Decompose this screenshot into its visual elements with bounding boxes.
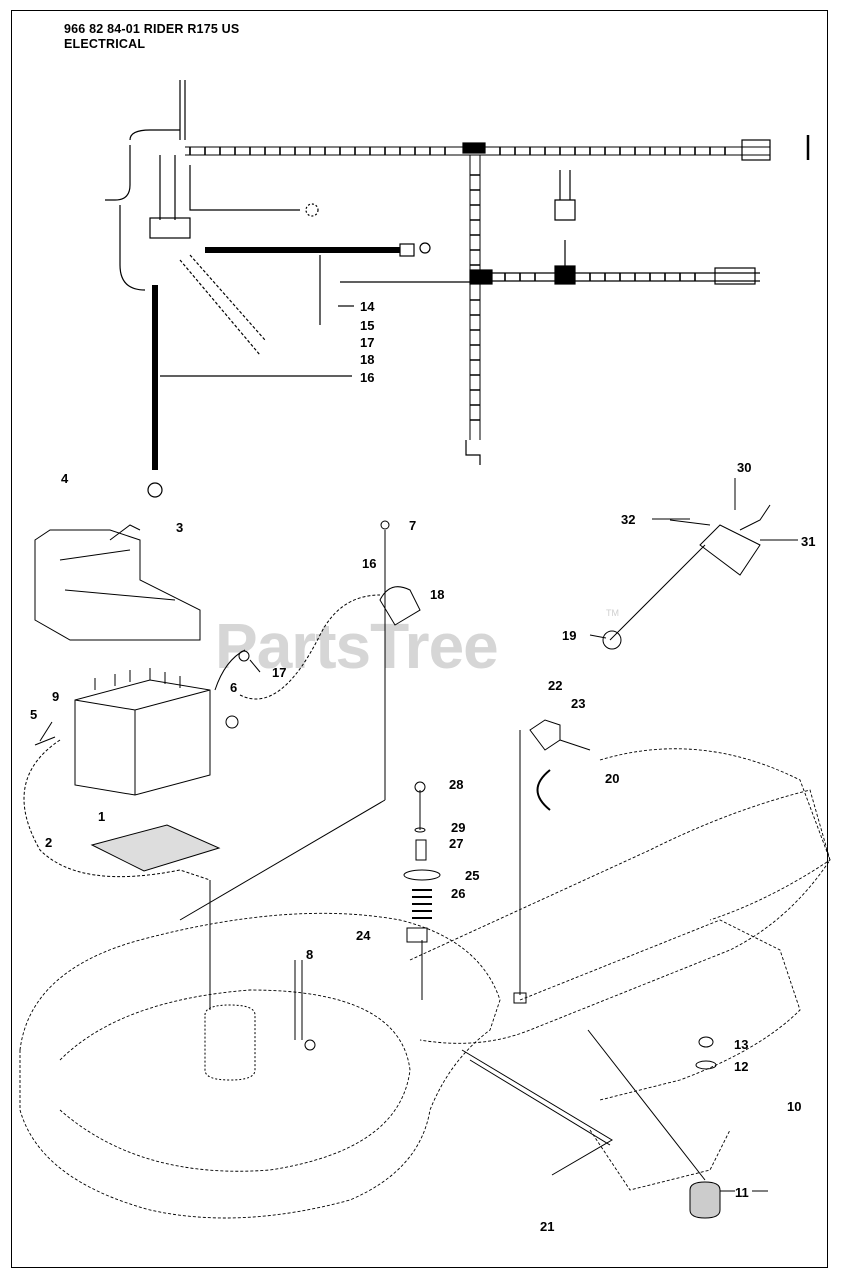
- callout-9[interactable]: 9: [52, 689, 59, 704]
- callout-18-harness[interactable]: 18: [360, 352, 374, 367]
- callout-29[interactable]: 29: [451, 820, 465, 835]
- callout-16-harness[interactable]: 16: [360, 370, 374, 385]
- callout-19[interactable]: 19: [562, 628, 576, 643]
- model-title: 966 82 84-01 RIDER R175 US: [64, 22, 240, 36]
- callout-8[interactable]: 8: [306, 947, 313, 962]
- callout-25[interactable]: 25: [465, 868, 479, 883]
- callout-31[interactable]: 31: [801, 534, 815, 549]
- callout-17-battery[interactable]: 17: [272, 665, 286, 680]
- section-title: ELECTRICAL: [64, 37, 146, 51]
- callout-4[interactable]: 4: [61, 471, 69, 486]
- watermark-text: PartsTree: [215, 610, 498, 682]
- callout-13[interactable]: 13: [734, 1037, 748, 1052]
- leader-lines: [39, 478, 798, 1192]
- callout-30[interactable]: 30: [737, 460, 751, 475]
- mower-frame: [19, 748, 831, 1219]
- callout-28[interactable]: 28: [449, 777, 463, 792]
- callout-15[interactable]: 15: [360, 318, 374, 333]
- callout-24[interactable]: 24: [356, 928, 371, 943]
- callout-22[interactable]: 22: [548, 678, 562, 693]
- callout-18-solenoid[interactable]: 18: [430, 587, 444, 602]
- callout-11[interactable]: 11: [735, 1185, 749, 1200]
- wiring-harness: [105, 80, 810, 498]
- callout-16-solenoid[interactable]: 16: [362, 556, 376, 571]
- switch-assembly: [403, 504, 771, 1219]
- callout-21[interactable]: 21: [540, 1219, 554, 1234]
- callout-26[interactable]: 26: [451, 886, 465, 901]
- callout-23[interactable]: 23: [571, 696, 585, 711]
- callout-12[interactable]: 12: [734, 1059, 748, 1074]
- watermark-tm: TM: [606, 608, 619, 618]
- callout-6[interactable]: 6: [230, 680, 237, 695]
- callout-3[interactable]: 3: [176, 520, 183, 535]
- diagram-frame: [11, 10, 828, 1268]
- battery-assembly: [23, 520, 421, 1081]
- callout-17-harness[interactable]: 17: [360, 335, 374, 350]
- callout-27[interactable]: 27: [449, 836, 463, 851]
- callout-7[interactable]: 7: [409, 518, 416, 533]
- callout-14[interactable]: 14: [360, 299, 375, 314]
- callout-32[interactable]: 32: [621, 512, 635, 527]
- callout-1[interactable]: 1: [98, 809, 105, 824]
- callout-2[interactable]: 2: [45, 835, 52, 850]
- callout-20[interactable]: 20: [605, 771, 619, 786]
- callout-10[interactable]: 10: [787, 1099, 801, 1114]
- callout-5[interactable]: 5: [30, 707, 37, 722]
